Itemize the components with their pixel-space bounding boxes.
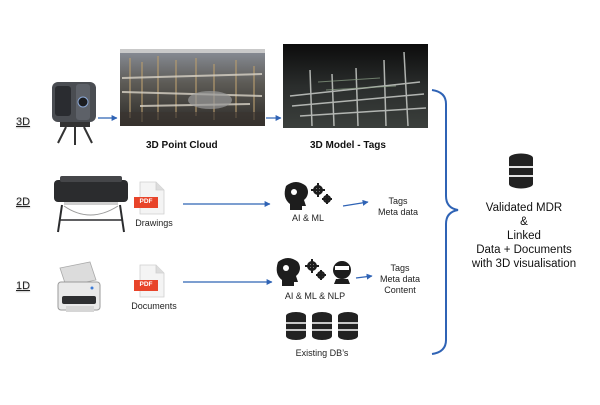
pdf-badge: PDF (139, 281, 153, 288)
right-brace (431, 89, 459, 355)
document-scanner-icon (57, 261, 101, 312)
plotter-icon (54, 176, 128, 233)
drawings-label: Drawings (135, 218, 173, 228)
database-icon (286, 312, 306, 340)
outputs-1d: Tags Meta data Content (372, 263, 428, 296)
result-line: Validated MDR (485, 202, 563, 214)
row-label-2d: 2D (16, 196, 31, 208)
output-tags: Tags (390, 263, 410, 273)
head-gear-icon (276, 258, 300, 286)
pdf-file-icon (134, 181, 165, 215)
database-icon (312, 312, 332, 340)
output-meta-data: Meta data (377, 207, 419, 217)
row-label-3d: 3D (16, 116, 31, 128)
existing-dbs-label: Existing DB’s (295, 348, 349, 358)
point-cloud-image (120, 49, 265, 126)
pdf-badge: PDF (139, 198, 153, 205)
gears-icon (311, 183, 332, 204)
point-cloud-caption: 3D Point Cloud (146, 140, 218, 151)
output-meta-data: Meta data (379, 274, 421, 284)
database-icon (509, 153, 533, 189)
ai-ml-label: AI & ML (291, 213, 324, 223)
output-content: Content (384, 285, 416, 295)
outputs-2d: Tags Meta data (370, 196, 426, 218)
result-line: Linked (507, 230, 541, 242)
laser-scanner-icon (52, 82, 96, 145)
result-line: with 3D visualisation (471, 258, 577, 270)
result-line: Data + Documents (476, 244, 572, 256)
3d-model-image (283, 44, 428, 128)
pdf-file-icon (134, 264, 165, 298)
result-line: & (520, 216, 528, 228)
result-text: Validated MDR & Linked Data + Documents … (460, 201, 588, 271)
model-tags-caption: 3D Model - Tags (310, 140, 386, 151)
nlp-head-icon (333, 261, 351, 284)
database-icon (338, 312, 358, 340)
output-tags: Tags (388, 196, 408, 206)
gears-icon (305, 259, 326, 280)
ai-ml-nlp-label: AI & ML & NLP (284, 291, 346, 301)
documents-label: Documents (131, 301, 177, 311)
row-label-1d: 1D (16, 280, 31, 292)
head-gear-icon (284, 182, 308, 210)
